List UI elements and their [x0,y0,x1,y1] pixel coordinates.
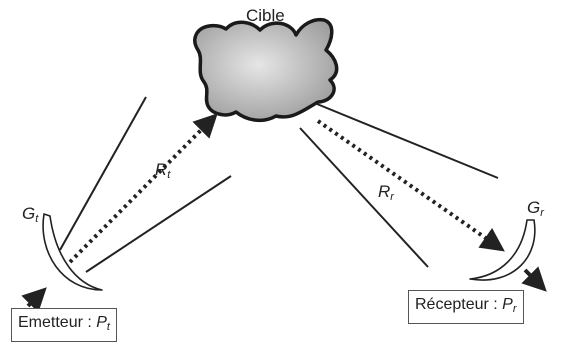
receiver-output-arrow [521,266,547,292]
receiver-label: Récepteur : [415,296,503,313]
emitter-feed-arrow [21,287,47,313]
emitter-path-arrow [68,113,218,264]
emitter-beam-edge-upper [59,96,147,251]
emitter-box: Emetteur : Pt [11,308,117,342]
emitter-gain-label: Gt [22,204,39,225]
receiver-power-sub: r [512,303,517,315]
target-label: Cible [246,6,285,25]
emitter-label: Emetteur : [18,314,97,331]
receiver-box: Récepteur : Pr [408,290,524,324]
receiver-gain-label: Gr [527,198,544,219]
emitter-antenna-dish [42,213,103,291]
receiver-path-arrow [316,119,505,252]
receiver-beam-edge-lower [299,127,429,268]
receiver-power-symbol: P [502,296,513,313]
emitter-beam-edge-lower [85,175,232,273]
receiver-range-label: Rr [378,182,394,203]
emitter-power-symbol: P [96,314,107,331]
receiver-antenna-dish [469,219,536,281]
receiver-beam-edge-upper [316,103,499,179]
target-shape [193,17,339,123]
emitter-range-label: Rt [155,160,171,181]
emitter-power-sub: t [106,321,110,333]
